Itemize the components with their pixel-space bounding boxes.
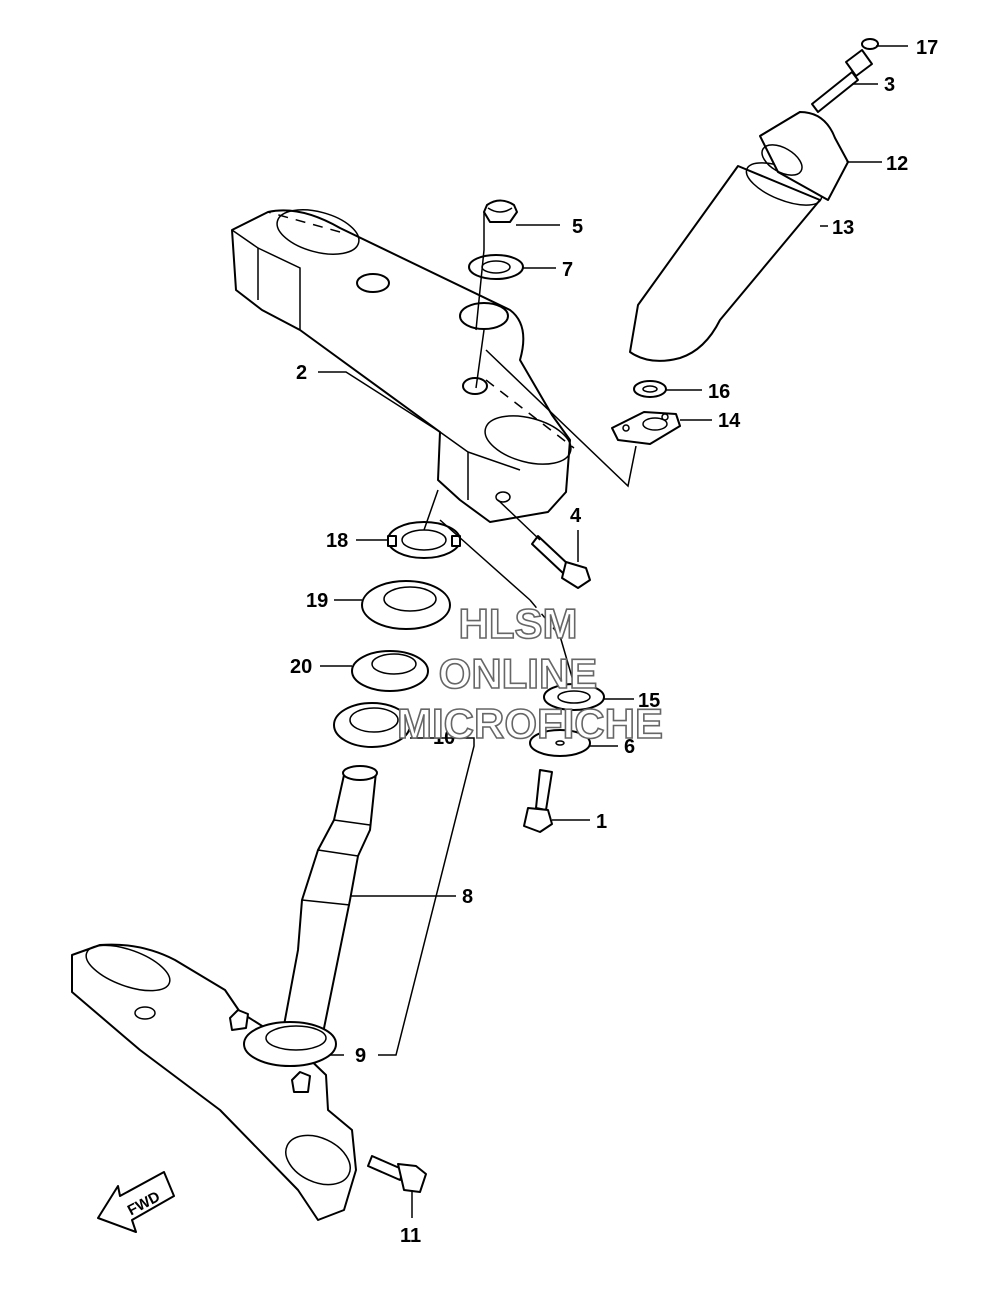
fwd-direction-arrow: FWD <box>97 1171 175 1233</box>
callout-11: 11 <box>400 1225 421 1247</box>
part-14-plate <box>611 411 681 445</box>
part-20-bearing <box>351 650 429 692</box>
assembly-line <box>485 349 637 488</box>
watermark-line-2: ONLINE <box>439 650 598 697</box>
part-18-lock-nut <box>387 521 461 559</box>
callout-1: 1 <box>596 811 607 833</box>
part-3-bolt <box>811 49 873 113</box>
part-4-bolt <box>531 535 591 589</box>
watermark-line-1: HLSM <box>459 600 578 647</box>
part-17-clip <box>861 38 879 50</box>
callout-15: 15 <box>638 690 660 712</box>
callout-13: 13 <box>832 217 854 239</box>
callout-16: 16 <box>708 381 730 403</box>
callout-5: 5 <box>572 216 583 238</box>
callout-12: 12 <box>886 153 908 175</box>
part-8-steering-stem <box>243 765 378 1067</box>
part-19-dust-seal <box>361 580 451 630</box>
assembly-line <box>497 499 541 541</box>
callout-20: 20 <box>290 656 312 678</box>
assembly-line <box>423 489 439 531</box>
callout-18: 18 <box>326 530 348 552</box>
callout-2: 2 <box>296 362 307 384</box>
part-2-upper-bracket <box>231 209 572 523</box>
part-11-bolt <box>367 1155 427 1193</box>
assembly-line <box>485 379 575 449</box>
callout-6: 6 <box>624 736 635 758</box>
watermark-line-3: MICROFICHE <box>397 700 663 747</box>
part-10-bearing <box>333 702 411 748</box>
part-6-washer <box>529 729 591 757</box>
assembly-line <box>475 212 485 389</box>
callout-8: 8 <box>462 886 473 908</box>
callout-19: 19 <box>306 590 328 612</box>
part-13-handlebar-tube <box>629 162 823 362</box>
callout-17: 17 <box>916 37 938 59</box>
part-5-cap-nut <box>483 199 518 223</box>
assembly-line <box>267 211 341 233</box>
part-12-handlebar-holder <box>759 111 849 201</box>
assembly-line <box>559 635 575 685</box>
assembly-line <box>439 519 531 601</box>
part-1-bolt <box>523 769 553 833</box>
assembly-line <box>529 599 561 637</box>
callout-10: 10 <box>433 727 455 749</box>
part-16-washer <box>633 380 667 398</box>
callout-14: 14 <box>718 410 741 432</box>
callout-7: 7 <box>562 259 573 281</box>
callout-3: 3 <box>884 74 895 96</box>
callout-9: 9 <box>355 1045 366 1067</box>
part-7-washer <box>468 254 524 280</box>
callout-4: 4 <box>570 505 582 527</box>
part-9-lower-bracket <box>71 943 357 1221</box>
